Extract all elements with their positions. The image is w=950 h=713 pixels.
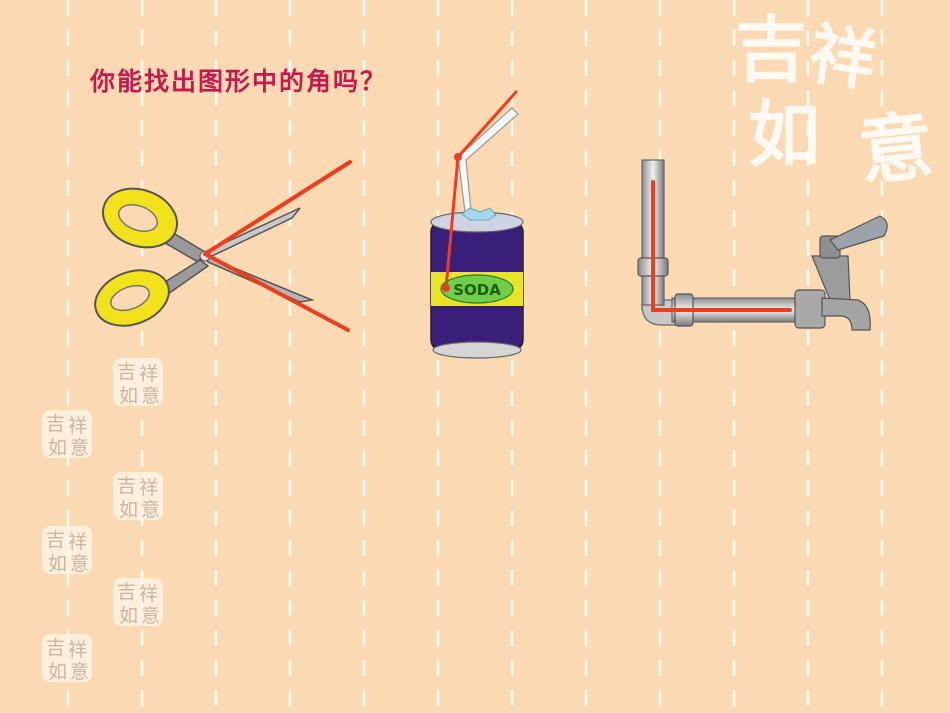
straw-angle-lines xyxy=(444,90,518,290)
seal-char: 祥 xyxy=(139,363,158,385)
seal-char: 祥 xyxy=(805,14,881,100)
seal-char: 吉 xyxy=(46,637,65,659)
seal-stamp-icon: 吉祥如意 xyxy=(113,472,163,521)
seal-stamp-icon: 吉祥如意 xyxy=(42,410,92,459)
seal-char: 如 xyxy=(48,553,67,575)
seal-background xyxy=(42,634,92,682)
seal-char: 意 xyxy=(141,499,160,521)
seal-char: 意 xyxy=(70,661,89,683)
seal-char: 如 xyxy=(48,437,67,459)
seal-char: 如 xyxy=(748,92,820,177)
seal-background xyxy=(113,578,163,626)
scissors-angle-lines xyxy=(203,160,352,332)
seal-char: 如 xyxy=(48,661,67,683)
seal-char: 如 xyxy=(119,385,138,407)
straw-end-dot xyxy=(442,284,450,292)
seal-background xyxy=(113,358,163,406)
seal-char: 祥 xyxy=(139,583,158,605)
seal-char: 如 xyxy=(119,499,138,521)
seal-char: 祥 xyxy=(68,415,87,437)
seal-char: 意 xyxy=(855,103,938,196)
seal-char: 吉 xyxy=(117,581,136,603)
seal-stamp-icon: 吉 祥 如 意 xyxy=(735,7,937,196)
seal-stamp-icon: 吉祥如意 xyxy=(113,358,163,407)
seal-char: 如 xyxy=(119,605,138,627)
seal-char: 祥 xyxy=(68,531,87,553)
seal-char: 吉 xyxy=(46,413,65,435)
seal-char: 祥 xyxy=(139,477,158,499)
seal-char: 意 xyxy=(70,437,89,459)
can-label: SODA xyxy=(453,281,501,299)
seal-background xyxy=(113,472,163,520)
straw-vertex-dot xyxy=(454,153,462,161)
pipe-angle-lines xyxy=(651,180,792,312)
question-title: 你能找出图形中的角吗？ xyxy=(90,67,388,96)
seal-char: 吉 xyxy=(117,361,136,383)
seal-stamp-icon: 吉祥如意 xyxy=(113,578,163,627)
faucet-icon xyxy=(637,159,888,331)
seal-char: 吉 xyxy=(117,475,136,497)
seal-background xyxy=(42,410,92,458)
seal-stamp-icon: 吉祥如意 xyxy=(42,526,92,575)
soda-can-icon: SODA xyxy=(430,107,524,359)
seal-background xyxy=(42,526,92,574)
seal-stamp-icon: 吉祥如意 xyxy=(42,634,92,683)
seal-char: 祥 xyxy=(68,639,87,661)
seal-char: 意 xyxy=(141,385,160,407)
seal-char: 意 xyxy=(141,605,160,627)
seal-char: 意 xyxy=(70,553,89,575)
seal-char: 吉 xyxy=(735,7,807,92)
seal-char: 吉 xyxy=(46,529,65,551)
